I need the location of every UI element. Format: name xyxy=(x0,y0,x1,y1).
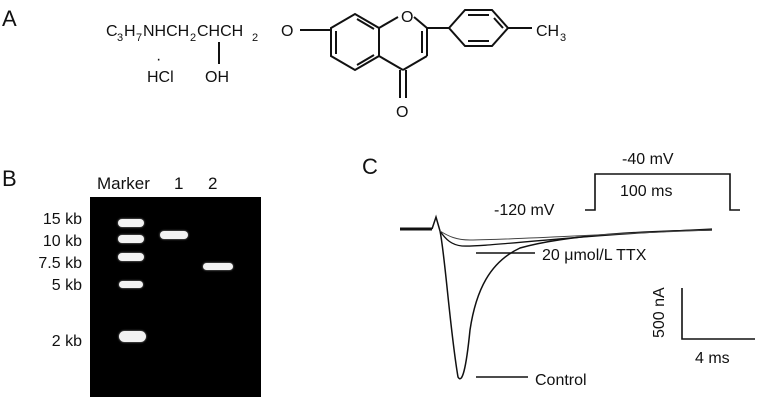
ring-bond-o-left xyxy=(378,16,399,29)
ring-bond-c4-c4a xyxy=(378,55,404,71)
gel-image xyxy=(90,197,261,397)
holding-potential-label: -120 mV xyxy=(494,202,555,219)
chain-c-sub: 3 xyxy=(117,32,123,44)
time-scale-label: 4 ms xyxy=(695,350,730,367)
ring-oxygen: O xyxy=(401,9,413,26)
lane2-band xyxy=(203,263,233,270)
ttx-label: 20 μmol/L TTX xyxy=(542,247,647,264)
chain-h-sub: 7 xyxy=(136,32,142,44)
chemical-structure: C 3 H 7 NHCH 2 CHCH 2 O · HCl OH O O CH … xyxy=(106,9,566,121)
lane-header-2: 2 xyxy=(208,174,218,193)
ring-bond-o-right xyxy=(413,16,428,29)
chain-ch2-sub-2: 2 xyxy=(252,32,258,44)
panel-label-c: C xyxy=(362,154,378,179)
marker-band-7-5kb xyxy=(118,253,144,261)
methyl-label: CH xyxy=(536,23,559,40)
chain-nhch: NHCH xyxy=(143,23,189,40)
marker-band-5kb xyxy=(119,281,143,288)
lane1-band xyxy=(160,231,188,239)
hcl-dot: · xyxy=(156,51,161,68)
lane-header-1: 1 xyxy=(174,174,184,193)
hydroxyl-label: OH xyxy=(205,69,229,86)
tolyl-double-bond-3 xyxy=(493,17,504,29)
marker-band-15kb xyxy=(118,219,144,227)
current-scale-label: 500 nA xyxy=(651,287,668,338)
carbonyl-oxygen: O xyxy=(396,104,408,121)
size-label-5kb: 5 kb xyxy=(51,277,82,294)
benzo-double-bond-2 xyxy=(356,54,375,66)
ring-bond-c3-c4 xyxy=(402,55,428,71)
marker-band-2kb xyxy=(119,331,146,342)
size-label-2kb: 2 kb xyxy=(51,333,82,350)
panel-label-a: A xyxy=(2,6,17,31)
size-label-10kb: 10 kb xyxy=(42,233,82,250)
control-label: Control xyxy=(535,372,587,389)
hcl-label: HCl xyxy=(147,69,174,86)
intermediate-trace xyxy=(439,229,713,241)
marker-band-10kb xyxy=(118,235,144,243)
panel-label-b: B xyxy=(2,166,17,191)
step-duration-label: 100 ms xyxy=(620,183,672,200)
ether-oxygen: O xyxy=(281,23,293,40)
step-potential-label: -40 mV xyxy=(622,151,674,168)
capacitive-artifact xyxy=(431,214,441,232)
chain-chch: CHCH xyxy=(197,23,243,40)
chain-c: C xyxy=(106,23,118,40)
size-label-7-5kb: 7.5 kb xyxy=(38,255,82,272)
lane-header-marker: Marker xyxy=(97,174,150,193)
structure-bonds xyxy=(218,9,532,98)
size-label-15kb: 15 kb xyxy=(42,211,82,228)
voltage-protocol xyxy=(585,173,740,211)
methyl-sub: 3 xyxy=(560,32,566,44)
chain-h: H xyxy=(124,23,136,40)
scale-bar xyxy=(681,288,755,340)
chain-ch2-sub: 2 xyxy=(190,32,196,44)
benzo-double-bond-3 xyxy=(356,18,375,30)
